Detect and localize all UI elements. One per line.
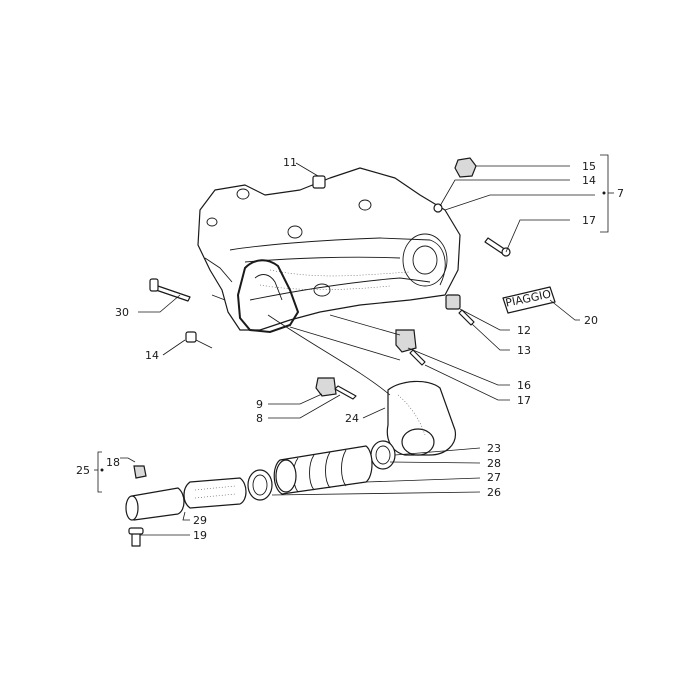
clip-16 [395, 329, 417, 353]
pipe-left-25 [125, 487, 185, 521]
callout-7: 7 [617, 187, 624, 200]
clip-12 [445, 294, 461, 310]
leader-lines [94, 154, 614, 536]
callout-28-top: 28 [487, 457, 501, 470]
callout-15: 15 [582, 160, 596, 173]
callout-14-top: 14 [582, 174, 596, 187]
bracket-dot-7 [602, 191, 606, 195]
screw-8 [334, 385, 357, 400]
clip-9 [315, 377, 337, 397]
clamp-23 [370, 440, 396, 470]
callout-20: 20 [584, 314, 598, 327]
callout-27: 27 [487, 471, 501, 484]
air-duct-24 [386, 380, 457, 456]
callout-16: 16 [517, 379, 531, 392]
screw-13 [458, 309, 475, 326]
callout-19: 19 [193, 529, 207, 542]
callout-29: 29 [193, 514, 207, 527]
dowel-pin-11 [312, 175, 326, 189]
screw-17-mid [409, 349, 426, 366]
screw-17-top [484, 237, 511, 257]
bellows-27 [273, 445, 373, 495]
callout-8: 8 [256, 412, 263, 425]
gasket [236, 259, 300, 334]
crankcase [197, 167, 461, 331]
clamp-26 [247, 469, 273, 501]
screw-30 [149, 278, 191, 302]
screw-18 [133, 465, 147, 479]
callout-11: 11 [283, 156, 297, 169]
nut-15 [454, 157, 477, 178]
washer-14-left [185, 331, 197, 343]
callout-17-mid: 17 [517, 394, 531, 407]
callout-17-top: 17 [582, 214, 596, 227]
bracket-dot-25 [100, 468, 104, 472]
callout-23: 23 [487, 442, 501, 455]
callout-13: 13 [517, 344, 531, 357]
callout-30: 30 [115, 306, 129, 319]
callout-25: 25 [76, 464, 90, 477]
callout-9: 9 [256, 398, 263, 411]
screw-19 [128, 527, 144, 547]
pipe-right [183, 477, 247, 509]
callout-24: 24 [345, 412, 359, 425]
piaggio-badge: PIAGGIO [502, 286, 556, 314]
callout-14-left: 14 [145, 349, 159, 362]
callout-18: 18 [106, 456, 120, 469]
callout-12: 12 [517, 324, 531, 337]
callout-26: 26 [487, 486, 501, 499]
callout-labels: 11 15 14 7 17 30 14 20 12 13 16 17 9 8 2… [76, 156, 624, 542]
